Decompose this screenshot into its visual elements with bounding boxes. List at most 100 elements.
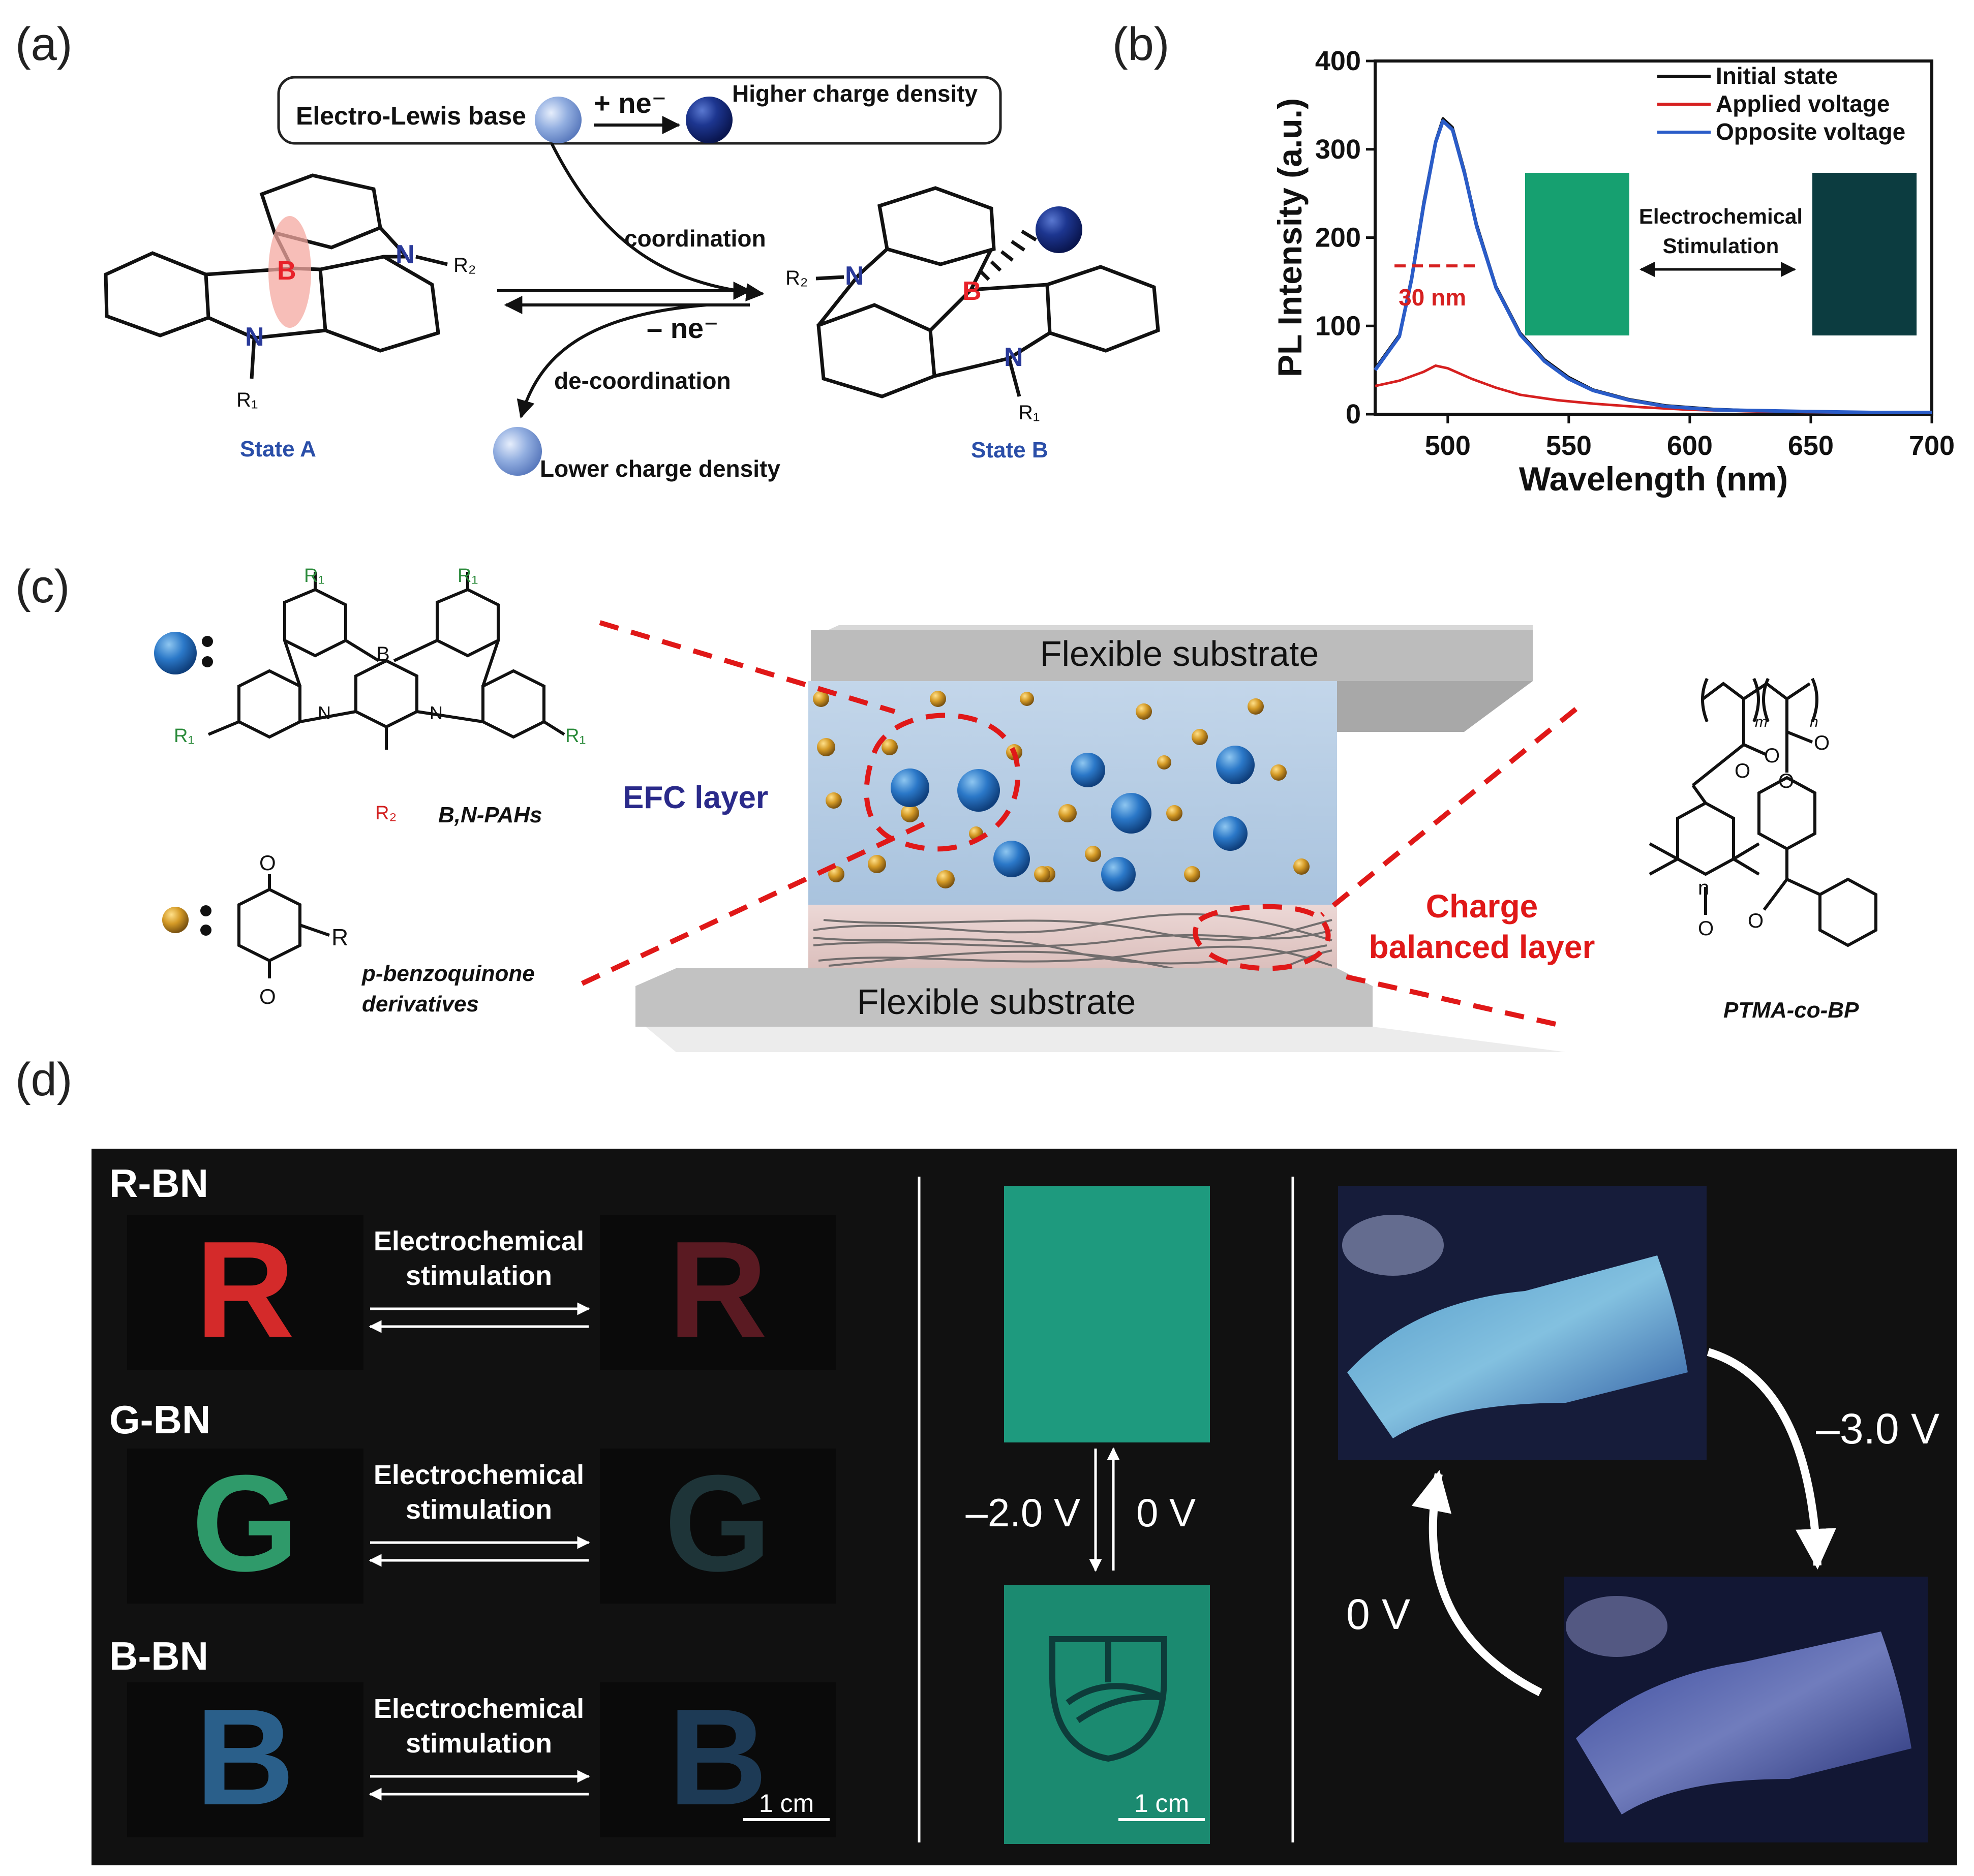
bnpah-n2: N	[430, 702, 443, 723]
bright-letter: B	[196, 1681, 295, 1834]
legend-entry: Initial state	[1716, 63, 1838, 89]
pbq-particle	[1157, 755, 1171, 770]
stim-label-1: Electrochemical	[374, 1460, 584, 1490]
higher-density-text: Higher charge density	[732, 80, 978, 107]
row-label: G-BN	[109, 1397, 210, 1442]
r2-a: R₂	[453, 254, 476, 276]
bnpah-particle	[1216, 746, 1255, 784]
ptma-co-bp-structure	[1649, 678, 1877, 947]
dim-letter: B	[669, 1681, 768, 1834]
row-dim-photo	[600, 1682, 836, 1837]
pbq-particle	[1136, 703, 1152, 720]
top-substrate	[811, 630, 1533, 681]
row-dim-photo	[600, 1215, 836, 1370]
x-tick-label: 700	[1909, 430, 1955, 461]
row-bright-photo	[127, 1682, 363, 1837]
pbq-particle	[930, 691, 946, 707]
lewis-base-box	[277, 76, 1002, 145]
colon-dot	[200, 925, 211, 936]
bnpah-r2: R₂	[375, 803, 397, 824]
film-patterned-photo	[1004, 1585, 1210, 1844]
state-b-label: State B	[971, 438, 1048, 463]
legend-entry: Applied voltage	[1716, 90, 1890, 117]
film-pattern-logo	[1049, 1636, 1167, 1762]
panel-a: (a) Electro-Lewis base + ne⁻ Higher char…	[15, 18, 1160, 482]
bnpah-r1-b: R₁	[458, 565, 478, 587]
voltage-neg2: –2.0 V	[965, 1490, 1080, 1535]
pbq-particle	[1184, 866, 1200, 882]
lewis-base-text: Electro-Lewis base	[296, 102, 526, 130]
pbq-ball-icon	[162, 907, 189, 933]
bnpah-particle	[993, 841, 1030, 877]
efc-layer-label: EFC layer	[623, 780, 768, 815]
voltage-neg3: –3.0 V	[1816, 1405, 1939, 1453]
inset-dim-photo	[1812, 173, 1917, 335]
scale-mid-text: 1 cm	[1134, 1789, 1189, 1818]
polymer-label: PTMA-co-BP	[1723, 998, 1859, 1023]
row-bright-photo	[127, 1449, 363, 1604]
panel-c-label: (c)	[15, 561, 70, 612]
pbq-particle	[1058, 804, 1077, 822]
charge-label-1: Charge	[1426, 888, 1538, 925]
row-bright-photo	[127, 1215, 363, 1370]
colon-dot	[202, 636, 213, 647]
y-axis-label: PL Intensity (a.u.)	[1271, 98, 1309, 377]
x-tick-label: 600	[1667, 430, 1713, 461]
polymer-o-3: O	[1735, 760, 1750, 782]
voltage-0-right: 0 V	[1346, 1590, 1410, 1638]
polymer-o-5: O	[1748, 910, 1764, 932]
bnpah-r1-a: R₁	[304, 565, 324, 587]
ball-cloud	[813, 691, 1310, 891]
pbq-particle	[1192, 729, 1208, 745]
pbq-particle	[1085, 846, 1101, 862]
r1-a: R₁	[236, 389, 258, 411]
pbq-r: R	[331, 924, 348, 950]
pbq-particle	[828, 866, 844, 882]
bnpah-particle	[1101, 857, 1136, 891]
pbq-o-bottom: O	[259, 985, 276, 1008]
bnpah-structure	[207, 572, 565, 750]
dim-letter: R	[669, 1213, 768, 1366]
pbq-particle	[813, 691, 829, 707]
bend-arrow-up	[1411, 1470, 1542, 1697]
stim-label-2: stimulation	[406, 1260, 552, 1291]
bend-arrow-down	[1707, 1348, 1836, 1570]
bright-letter: G	[192, 1447, 298, 1600]
pbq-particle	[1166, 805, 1182, 821]
polymer-n-sub: n	[1810, 714, 1818, 730]
coordination-arrow	[550, 142, 765, 302]
y-tick-label: 100	[1315, 311, 1361, 341]
zoom-guides	[581, 620, 1578, 1027]
stim-label-1: Electrochemical	[374, 1226, 584, 1256]
x-tick-label: 500	[1425, 430, 1471, 461]
voltage-0-mid: 0 V	[1136, 1490, 1196, 1535]
bnpah-particle	[1071, 753, 1105, 787]
dark-ball-icon	[686, 97, 733, 143]
polymer-o-radical: O	[1698, 917, 1714, 940]
decoordination-arrow	[517, 303, 707, 419]
nitrogen-a2: N	[245, 322, 264, 352]
pbq-particle	[882, 739, 898, 755]
top-substrate-label: Flexible substrate	[1040, 634, 1319, 673]
efc-layer	[808, 681, 1337, 905]
nitrogen-a1: N	[396, 240, 415, 269]
y-tick-label: 400	[1315, 46, 1361, 76]
bottom-substrate-label: Flexible substrate	[857, 982, 1136, 1022]
pbq-particle	[901, 804, 919, 822]
polymer-n: n	[1698, 877, 1709, 899]
coordinated-ball-icon	[1036, 206, 1082, 253]
polymer-o-4: O	[1778, 770, 1794, 792]
charge-label-2: balanced layer	[1369, 929, 1595, 965]
bnpah-particle	[957, 769, 1000, 812]
bnpah-particle	[1111, 793, 1151, 834]
row-dim-photo	[600, 1449, 836, 1604]
y-tick-label: 300	[1315, 134, 1361, 165]
legend-entry: Opposite voltage	[1716, 118, 1905, 145]
pbq-label-2: derivatives	[362, 992, 479, 1017]
nitrogen-b2: N	[1004, 343, 1023, 372]
bnpah-boron: B	[376, 643, 390, 665]
inset-label-2: Stimulation	[1663, 234, 1779, 258]
